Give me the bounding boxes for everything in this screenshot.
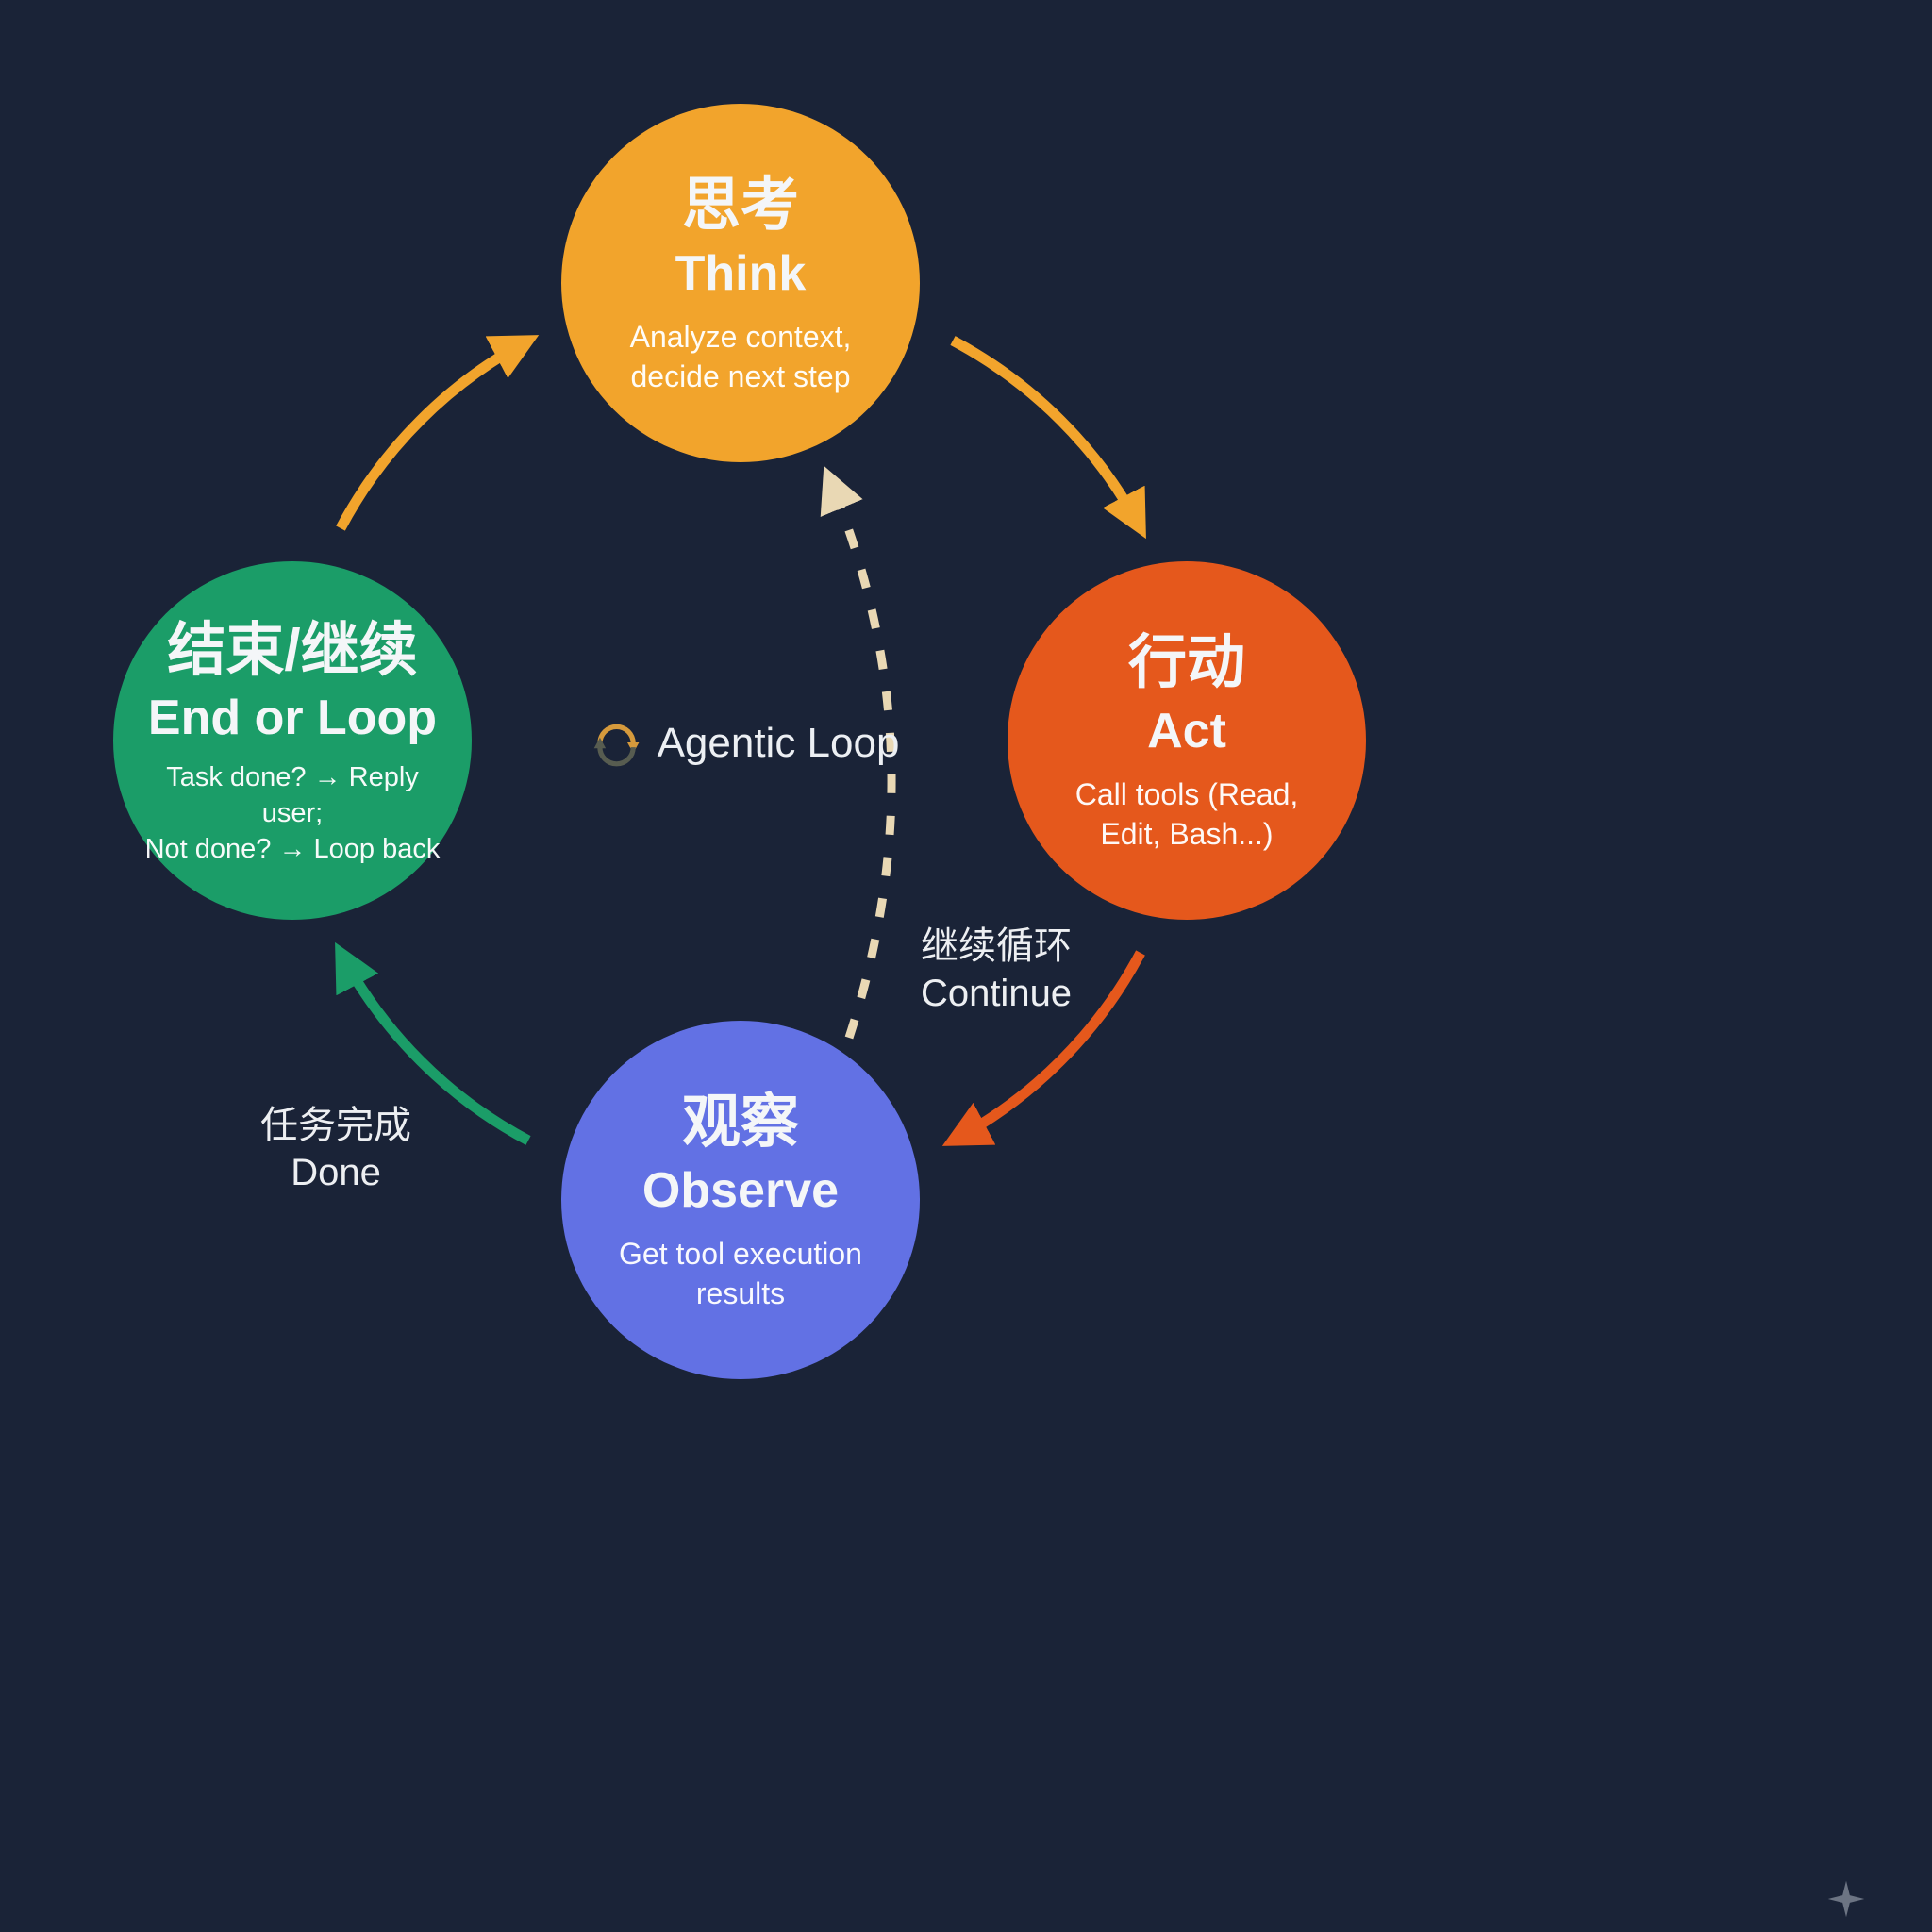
edge-label-done-zh: 任务完成 [260, 1105, 411, 1146]
edge-label-done-en: Done [291, 1152, 381, 1193]
node-end-desc: Task done? → Reply user; Not done? → Loo… [144, 762, 441, 864]
diagram-title: Agentic Loop [591, 718, 900, 769]
node-end-title-zh: 结束/继续 [167, 617, 418, 683]
edge-label-continue: 继续循环 Continue [921, 923, 1072, 1017]
node-think: 思考 Think Analyze context, decide next st… [561, 104, 920, 462]
diagram-title-text: Agentic Loop [657, 720, 900, 766]
node-think-title-en: Think [675, 245, 807, 301]
arrow-observe-to-end [335, 941, 531, 1145]
node-observe-title-en: Observe [641, 1162, 840, 1218]
node-act-title-en: Act [1147, 703, 1226, 758]
loop-icon [593, 724, 640, 767]
node-observe-title-zh: 观察 [681, 1090, 799, 1156]
watermark-icon [1827, 1880, 1865, 1918]
edge-label-continue-zh: 继续循环 [921, 925, 1072, 967]
node-end-title-en: End or Loop [147, 691, 438, 746]
edge-label-continue-en: Continue [920, 973, 1073, 1014]
node-act-title-zh: 行动 [1127, 630, 1245, 696]
node-think-desc: Analyze context, decide next step [629, 320, 852, 393]
arrow-end-to-think [336, 335, 540, 531]
node-act: 行动 Act Call tools (Read, Edit, Bash...) [1008, 561, 1366, 920]
node-end-or-loop: 结束/继续 End or Loop Task done? → Reply use… [113, 561, 472, 920]
node-think-title-zh: 思考 [681, 173, 799, 239]
node-observe-desc: Get tool execution results [619, 1237, 862, 1310]
node-act-desc: Call tools (Read, Edit, Bash...) [1074, 777, 1299, 851]
arrow-think-to-act [950, 336, 1146, 540]
arrow-act-to-observe [941, 950, 1145, 1146]
arrow-continue-dashed [820, 465, 896, 1040]
edge-label-done: 任务完成 Done [260, 1102, 411, 1196]
node-observe: 观察 Observe Get tool execution results [561, 1021, 920, 1379]
